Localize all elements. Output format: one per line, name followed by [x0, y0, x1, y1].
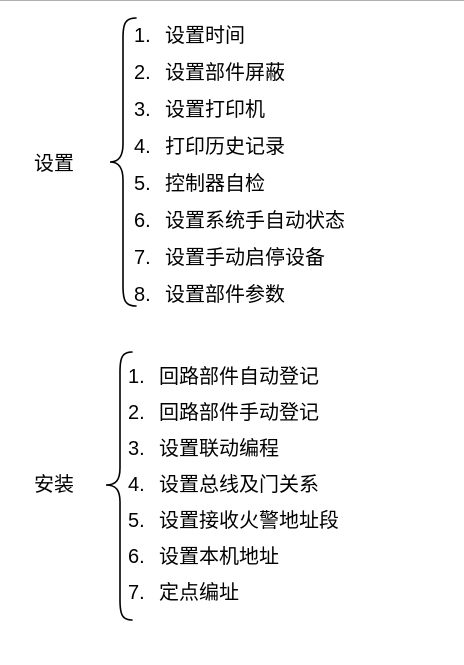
item-text: 设置打印机	[165, 97, 265, 121]
group-label-settings: 设置	[34, 151, 74, 175]
item-text: 回路部件手动登记	[159, 400, 319, 424]
item-text: 打印历史记录	[165, 134, 285, 158]
item-text: 设置部件参数	[165, 282, 285, 306]
item-text: 控制器自检	[165, 171, 265, 195]
item-text: 设置手动启停设备	[165, 245, 325, 269]
item-text: 设置总线及门关系	[159, 472, 319, 496]
list-item: 2. 设置部件屏蔽	[134, 59, 345, 96]
item-text: 设置部件屏蔽	[165, 60, 285, 84]
settings-item-list: 1. 设置时间 2. 设置部件屏蔽 3. 设置打印机 4. 打印历史记录 5. 控制器自检…	[134, 22, 345, 318]
top-border-line	[0, 0, 464, 1]
item-text: 设置接收火警地址段	[159, 508, 339, 532]
item-number: 2.	[128, 402, 145, 424]
item-number: 6.	[128, 546, 145, 568]
item-text: 设置时间	[165, 23, 245, 47]
item-number: 3.	[134, 99, 151, 121]
group-label-install: 安装	[34, 472, 74, 496]
item-number: 5.	[128, 510, 145, 532]
item-text: 设置本机地址	[159, 544, 279, 568]
item-text: 设置联动编程	[159, 436, 279, 460]
item-number: 4.	[128, 474, 145, 496]
item-number: 1.	[134, 25, 151, 47]
list-item: 1. 回路部件自动登记	[128, 363, 339, 399]
item-text: 定点编址	[159, 580, 239, 604]
item-number: 7.	[128, 582, 145, 604]
item-number: 3.	[128, 438, 145, 460]
list-item: 2. 回路部件手动登记	[128, 399, 339, 435]
list-item: 5. 设置接收火警地址段	[128, 507, 339, 543]
list-item: 1. 设置时间	[134, 22, 345, 59]
list-item: 3. 设置打印机	[134, 96, 345, 133]
list-item: 6. 设置系统手自动状态	[134, 207, 345, 244]
list-item: 7. 定点编址	[128, 579, 339, 615]
install-item-list: 1. 回路部件自动登记 2. 回路部件手动登记 3. 设置联动编程 4. 设置总线及门关…	[128, 363, 339, 615]
item-number: 6.	[134, 210, 151, 232]
item-number: 4.	[134, 136, 151, 158]
list-item: 4. 设置总线及门关系	[128, 471, 339, 507]
item-number: 7.	[134, 247, 151, 269]
list-item: 8. 设置部件参数	[134, 281, 345, 318]
list-item: 4. 打印历史记录	[134, 133, 345, 170]
item-number: 2.	[134, 62, 151, 84]
list-item: 5. 控制器自检	[134, 170, 345, 207]
item-text: 设置系统手自动状态	[165, 208, 345, 232]
curly-brace-install	[105, 351, 133, 621]
item-number: 1.	[128, 366, 145, 388]
list-item: 6. 设置本机地址	[128, 543, 339, 579]
item-number: 8.	[134, 284, 151, 306]
curly-brace-settings	[109, 17, 137, 307]
item-number: 5.	[134, 173, 151, 195]
item-text: 回路部件自动登记	[159, 364, 319, 388]
list-item: 3. 设置联动编程	[128, 435, 339, 471]
list-item: 7. 设置手动启停设备	[134, 244, 345, 281]
